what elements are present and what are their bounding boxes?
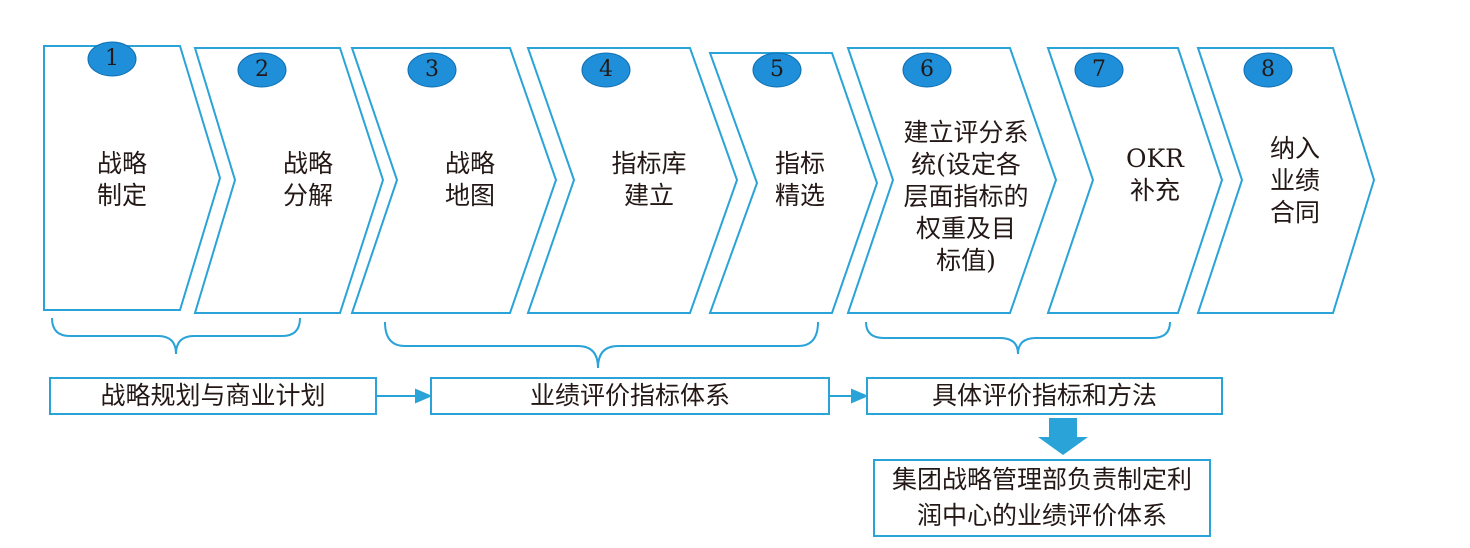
- step-3-badge: [407, 52, 457, 88]
- group-box-strategy-planning: 战略规划与商业计划: [49, 377, 377, 415]
- step-7-number: 7: [1092, 57, 1106, 82]
- step-8-label: 纳入 业绩 合同: [1269, 134, 1320, 227]
- step-4-label: 指标库 建立: [611, 149, 687, 210]
- step-5-chevron: [708, 52, 879, 314]
- step-2-badge: [237, 52, 287, 88]
- step-2-chevron: [193, 47, 385, 314]
- step-4-badge: [581, 52, 631, 88]
- step-8-badge: [1243, 52, 1293, 88]
- connector-1-arrowhead: [415, 388, 433, 404]
- step-3-chevron: [350, 47, 558, 314]
- result-box: 集团战略管理部负责制定利 润中心的业绩评价体系: [873, 459, 1211, 537]
- step-8-chevron: [1196, 47, 1376, 314]
- step-1-chevron: [43, 45, 222, 311]
- step-5-badge: [752, 52, 802, 88]
- brace-group-1: [51, 317, 301, 355]
- step-1-badge: [87, 41, 137, 77]
- step-7-badge: [1074, 52, 1124, 88]
- step-1-number: 1: [105, 46, 119, 71]
- step-8-number: 8: [1261, 57, 1275, 82]
- group-box-specific-methods: 具体评价指标和方法: [866, 377, 1223, 415]
- step-2-label: 战略 分解: [282, 149, 333, 210]
- step-6-number: 6: [920, 57, 934, 82]
- step-3-number: 3: [425, 57, 439, 82]
- step-4-chevron: [526, 47, 739, 314]
- step-6-label: 建立评分系 统(设定各 层面指标的 权重及目 标值): [903, 118, 1029, 275]
- step-4-number: 4: [599, 57, 613, 82]
- step-5-number: 5: [770, 57, 784, 82]
- brace-group-2: [384, 321, 819, 369]
- step-2-number: 2: [255, 57, 269, 82]
- step-6-badge: [902, 52, 952, 88]
- step-3-label: 战略 地图: [444, 149, 495, 210]
- step-5-label: 指标 精选: [774, 149, 825, 210]
- down-arrow: [1038, 418, 1088, 455]
- brace-group-3: [865, 321, 1171, 355]
- step-6-chevron: [846, 47, 1058, 314]
- step-7-chevron: [1046, 47, 1224, 314]
- step-7-label: OKR 补充: [1126, 144, 1184, 205]
- step-1-label: 战略 制定: [96, 149, 147, 210]
- connector-2-arrowhead: [851, 388, 869, 404]
- group-box-performance-indicators: 业绩评价指标体系: [430, 377, 830, 415]
